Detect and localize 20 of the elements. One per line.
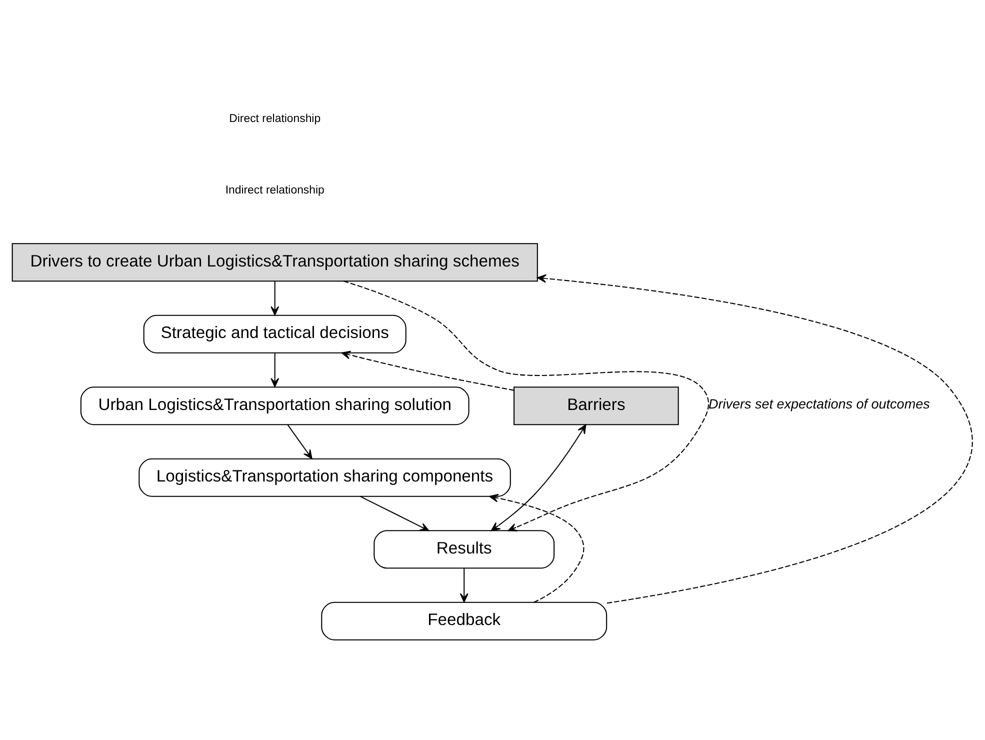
arrow bbox=[270, 281, 280, 316]
node-box: Feedback bbox=[321, 602, 608, 640]
node-box: Urban Logistics&Transportation sharing solution bbox=[80, 386, 470, 426]
arrow bbox=[489, 494, 584, 603]
arrow bbox=[343, 280, 710, 532]
arrow bbox=[360, 496, 430, 532]
legend-label: Indirect relationship bbox=[225, 184, 324, 197]
node-box: Drivers to create Urban Logistics&Transportation sharing schemes bbox=[12, 243, 538, 282]
node-box: Results bbox=[374, 530, 555, 569]
arrow bbox=[341, 350, 514, 391]
arrow bbox=[287, 424, 312, 459]
node-box: Barriers bbox=[514, 386, 679, 426]
node-box: Logistics&Transportation sharing components bbox=[138, 458, 511, 497]
legend-label: Direct relationship bbox=[229, 112, 321, 125]
arrow bbox=[460, 568, 468, 602]
edge-label: Drivers set expectations of outcomes bbox=[708, 396, 930, 412]
arrow bbox=[537, 274, 972, 604]
node-box: Strategic and tactical decisions bbox=[143, 314, 406, 354]
arrow bbox=[490, 424, 586, 532]
arrow bbox=[270, 353, 280, 388]
